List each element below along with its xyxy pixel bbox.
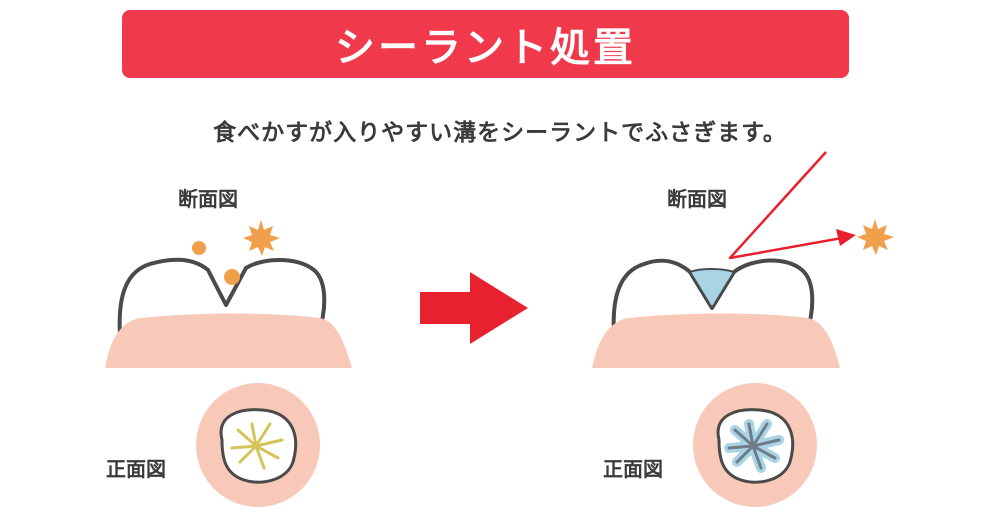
food-particle xyxy=(224,269,240,285)
after-groove-lines xyxy=(727,422,781,470)
callout-pointer xyxy=(728,151,843,260)
after-gum xyxy=(592,313,840,368)
transition-arrow-icon xyxy=(420,272,528,344)
subtitle: 食べかすが入りやすい溝をシーラントでふさぎます。 xyxy=(213,120,787,146)
after-cross-section xyxy=(592,151,894,368)
callout-arrowhead-icon xyxy=(836,229,856,246)
before-gum xyxy=(105,313,352,368)
after-section-label: 断面図 xyxy=(667,187,727,211)
before-groove-lines xyxy=(230,422,284,470)
before-section-label: 断面図 xyxy=(178,187,238,211)
bacteria-burst-icon xyxy=(857,219,894,255)
before-front-label: 正面図 xyxy=(106,457,166,481)
food-particle xyxy=(192,241,206,255)
page-title: シーラント処置 xyxy=(335,25,636,71)
after-front-label: 正面図 xyxy=(603,457,663,481)
before-front-view xyxy=(196,383,320,507)
before-cross-section xyxy=(105,220,352,368)
title-banner: シーラント処置 xyxy=(122,10,849,78)
bacteria-burst-icon xyxy=(243,220,280,256)
sealant-fill xyxy=(688,268,736,310)
after-front-view xyxy=(693,383,817,507)
